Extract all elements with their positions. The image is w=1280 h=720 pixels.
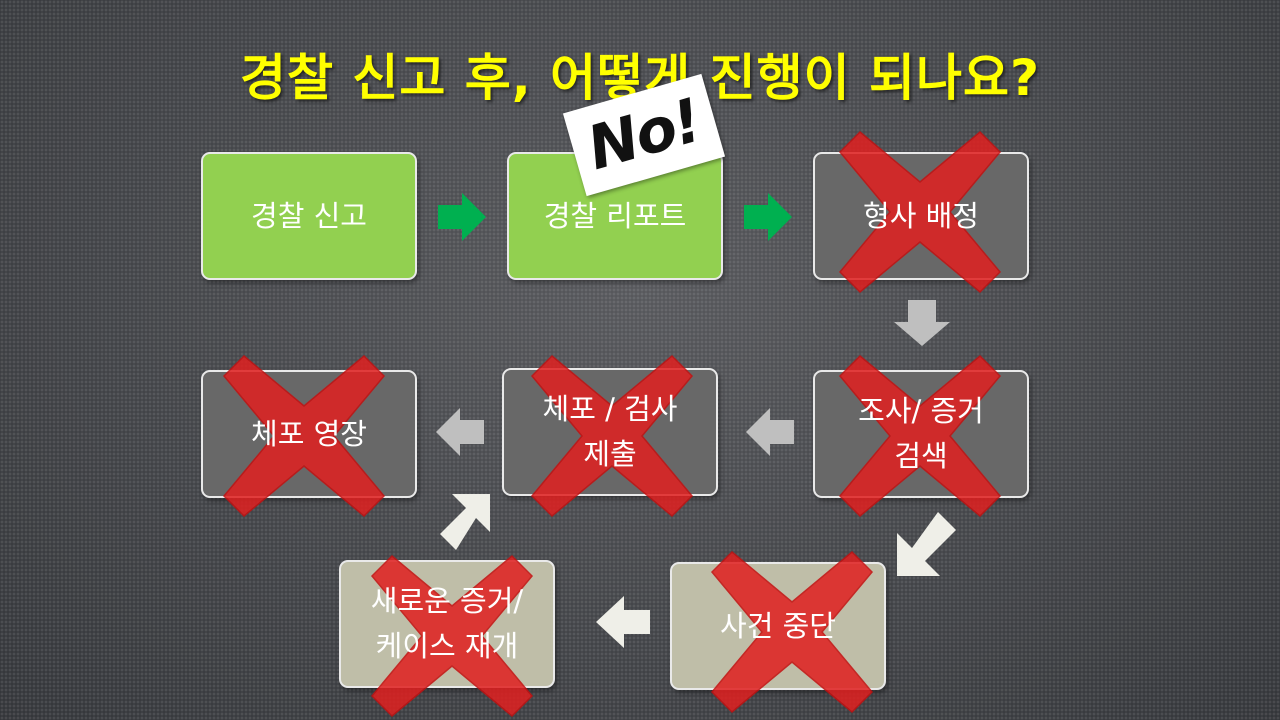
arrow-down-left-icon: [897, 512, 956, 576]
arrow-left-icon: [746, 408, 794, 456]
cross-mark-icon: [530, 354, 694, 518]
step-investigation-evidence: 조사/ 증거 검색: [813, 370, 1029, 498]
arrow-down-icon: [894, 300, 950, 346]
step-label: 경찰 리포트: [543, 198, 687, 233]
step-label: 조사/ 증거 검색: [858, 394, 984, 473]
cross-mark-icon: [222, 354, 386, 518]
arrow-left-icon: [436, 408, 484, 456]
step-label: 체포 / 검사 제출: [542, 392, 678, 471]
step-detective-assigned: 형사 배정: [813, 152, 1029, 280]
arrow-right-icon: [744, 193, 792, 241]
cross-mark-icon: [710, 550, 874, 714]
cross-mark-icon: [838, 130, 1002, 294]
step-police-report-filed: 경찰 신고: [201, 152, 417, 280]
step-label: 형사 배정: [863, 198, 979, 233]
cross-mark-icon: [370, 554, 534, 718]
step-arrest-prosecution: 체포 / 검사 제출: [502, 368, 718, 496]
step-label: 경찰 신고: [251, 198, 367, 233]
step-label: 사건 중단: [720, 608, 836, 643]
arrow-left-icon: [596, 596, 650, 648]
step-case-reopened: 새로운 증거/ 케이스 재개: [339, 560, 555, 688]
step-label: 새로운 증거/ 케이스 재개: [370, 584, 524, 663]
arrow-up-right-icon: [440, 494, 490, 550]
arrow-right-icon: [438, 193, 486, 241]
step-label: 체포 영장: [251, 416, 367, 451]
cross-mark-icon: [838, 354, 1002, 518]
